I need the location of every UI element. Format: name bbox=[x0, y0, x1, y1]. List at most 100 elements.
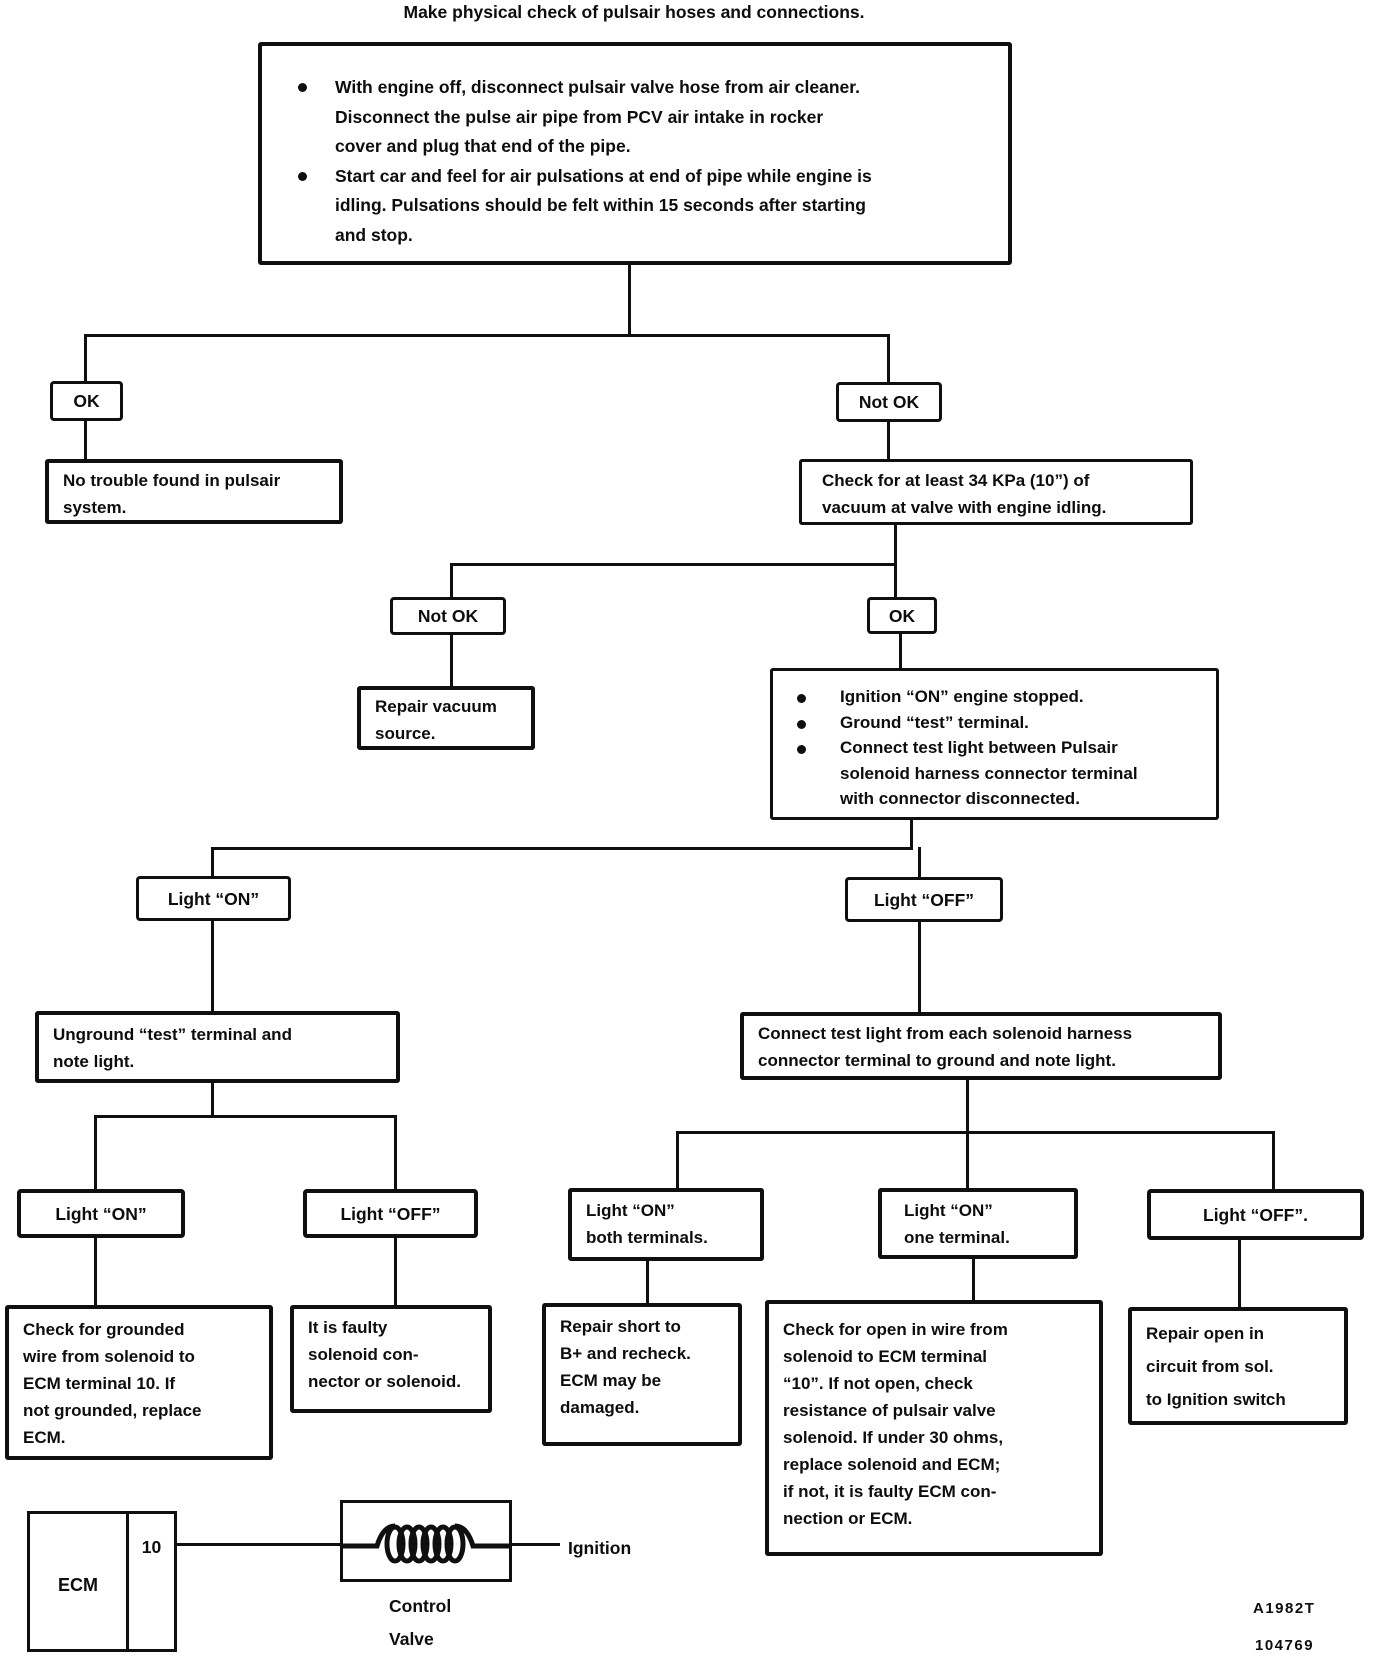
connector-line bbox=[676, 1131, 1275, 1134]
node-text: Repair open in circuit from sol. to Igni… bbox=[1146, 1324, 1286, 1409]
connector-line bbox=[1272, 1131, 1275, 1190]
node-light-off-a: Light “OFF” bbox=[845, 877, 1003, 922]
bullet-text: Ignition “ON” engine stopped. bbox=[840, 687, 1084, 706]
node-repair-short: Repair short to B+ and recheck. ECM may … bbox=[542, 1303, 742, 1446]
node-label: Light “OFF”. bbox=[1203, 1204, 1308, 1225]
node-label: Not OK bbox=[858, 392, 920, 412]
node-check-open: Check for open in wire from solenoid to … bbox=[765, 1300, 1103, 1556]
node-text: It is faulty solenoid con- nector or sol… bbox=[308, 1318, 462, 1391]
node-label: Not OK bbox=[417, 606, 479, 626]
connector-line bbox=[394, 1115, 397, 1190]
node-not-ok-1: Not OK bbox=[836, 382, 942, 422]
node-light-off-c: Light “OFF”. bbox=[1147, 1189, 1364, 1240]
connector-line bbox=[894, 563, 897, 598]
ignition-label: Ignition bbox=[568, 1538, 632, 1558]
connector-line bbox=[1238, 1239, 1241, 1308]
node-ok-2: OK bbox=[867, 597, 937, 634]
node-text: Light “ON” both terminals. bbox=[586, 1201, 708, 1247]
node-physical-check: With engine off, disconnect pulsair valv… bbox=[258, 42, 1012, 265]
node-light-on-b: Light “ON” bbox=[17, 1189, 185, 1238]
node-label: Light “ON” bbox=[167, 888, 260, 909]
node-label: OK bbox=[888, 605, 916, 626]
node-label: Light “OFF” bbox=[873, 889, 975, 910]
node-text: Light “ON” one terminal. bbox=[904, 1201, 1010, 1247]
connector-line bbox=[94, 1115, 397, 1118]
node-text: Unground “test” terminal and note light. bbox=[53, 1025, 292, 1071]
wire-valve-to-ignition bbox=[512, 1543, 560, 1546]
node-no-trouble: No trouble found in pulsair system. bbox=[45, 459, 343, 524]
connector-line bbox=[84, 334, 87, 382]
bullet-text: Connect test light between Pulsair solen… bbox=[840, 738, 1138, 808]
node-not-ok-2: Not OK bbox=[390, 597, 506, 635]
node-faulty-solenoid: It is faulty solenoid con- nector or sol… bbox=[290, 1305, 492, 1413]
node-text: No trouble found in pulsair system. bbox=[63, 471, 281, 517]
node-check-grounded: Check for grounded wire from solenoid to… bbox=[5, 1305, 273, 1460]
connector-line bbox=[887, 334, 890, 383]
node-light-off-b: Light “OFF” bbox=[303, 1189, 478, 1238]
bullet-icon bbox=[797, 745, 806, 754]
bullet-text: Start car and feel for air pulsations at… bbox=[335, 165, 872, 245]
connector-line bbox=[918, 921, 921, 1013]
figure-code: A1982T bbox=[1253, 1600, 1316, 1617]
ecm-divider-line bbox=[126, 1514, 129, 1649]
bullet-item: Connect test light between Pulsair solen… bbox=[797, 735, 1202, 812]
ecm-terminal-number: 10 bbox=[141, 1537, 162, 1557]
node-ignition-test: Ignition “ON” engine stopped. Ground “te… bbox=[770, 668, 1219, 820]
control-valve-box bbox=[340, 1500, 512, 1582]
node-light-on-one: Light “ON” one terminal. bbox=[878, 1188, 1078, 1259]
node-text: Check for open in wire from solenoid to … bbox=[783, 1320, 1008, 1528]
node-label: Light “ON” bbox=[55, 1203, 147, 1224]
node-repair-open: Repair open in circuit from sol. to Igni… bbox=[1128, 1307, 1348, 1425]
node-ok-1: OK bbox=[50, 381, 123, 421]
node-text: Check for grounded wire from solenoid to… bbox=[23, 1320, 202, 1447]
connector-line bbox=[918, 847, 921, 878]
node-label: Light “OFF” bbox=[340, 1203, 441, 1224]
bullet-item: With engine off, disconnect pulsair valv… bbox=[298, 73, 982, 162]
connector-line bbox=[211, 920, 214, 1012]
bullet-item: Ground “test” terminal. bbox=[797, 710, 1202, 736]
connector-line bbox=[450, 563, 897, 566]
connector-line bbox=[894, 524, 897, 566]
ecm-label: ECM bbox=[58, 1575, 98, 1595]
node-text: Repair vacuum source. bbox=[375, 697, 497, 743]
connector-line bbox=[899, 633, 902, 669]
wire-ecm-to-valve bbox=[177, 1543, 340, 1546]
connector-line bbox=[628, 264, 631, 336]
connector-line bbox=[394, 1237, 397, 1306]
connector-line bbox=[676, 1131, 679, 1189]
connector-line bbox=[972, 1258, 975, 1301]
connector-line bbox=[84, 420, 87, 460]
connector-line bbox=[910, 819, 913, 849]
node-unground-test: Unground “test” terminal and note light. bbox=[35, 1011, 400, 1083]
connector-line bbox=[211, 847, 913, 850]
node-text: Check for at least 34 KPa (10”) of vacuu… bbox=[822, 471, 1107, 517]
node-repair-vacuum: Repair vacuum source. bbox=[357, 686, 535, 750]
bullet-icon bbox=[797, 694, 806, 703]
connector-line bbox=[94, 1237, 97, 1306]
node-check-vacuum: Check for at least 34 KPa (10”) of vacuu… bbox=[799, 459, 1193, 525]
node-light-on-both: Light “ON” both terminals. bbox=[568, 1188, 764, 1261]
connector-line bbox=[211, 847, 214, 877]
connector-line bbox=[646, 1260, 649, 1304]
connector-line bbox=[94, 1115, 97, 1190]
bullet-item: Start car and feel for air pulsations at… bbox=[298, 162, 982, 251]
control-valve-label: Control Valve bbox=[389, 1596, 452, 1649]
bullet-icon bbox=[797, 719, 806, 729]
bullet-text: Ground “test” terminal. bbox=[840, 712, 1029, 732]
connector-line bbox=[887, 421, 890, 460]
bullet-item: Ignition “ON” engine stopped. bbox=[797, 684, 1202, 710]
bullet-text: With engine off, disconnect pulsair valv… bbox=[335, 77, 860, 156]
connector-line bbox=[450, 563, 453, 598]
connector-line bbox=[966, 1131, 969, 1189]
page-code: 104769 bbox=[1255, 1637, 1315, 1654]
node-label: OK bbox=[73, 391, 100, 411]
connector-line bbox=[450, 634, 453, 687]
ecm-box: 10 ECM bbox=[27, 1511, 177, 1652]
node-light-on-a: Light “ON” bbox=[136, 876, 291, 921]
connector-line bbox=[84, 334, 890, 337]
bullet-icon bbox=[298, 171, 307, 181]
node-text: Repair short to B+ and recheck. ECM may … bbox=[560, 1317, 691, 1417]
node-text: Connect test light from each solenoid ha… bbox=[758, 1024, 1133, 1070]
solenoid-coil-icon bbox=[343, 1523, 509, 1564]
